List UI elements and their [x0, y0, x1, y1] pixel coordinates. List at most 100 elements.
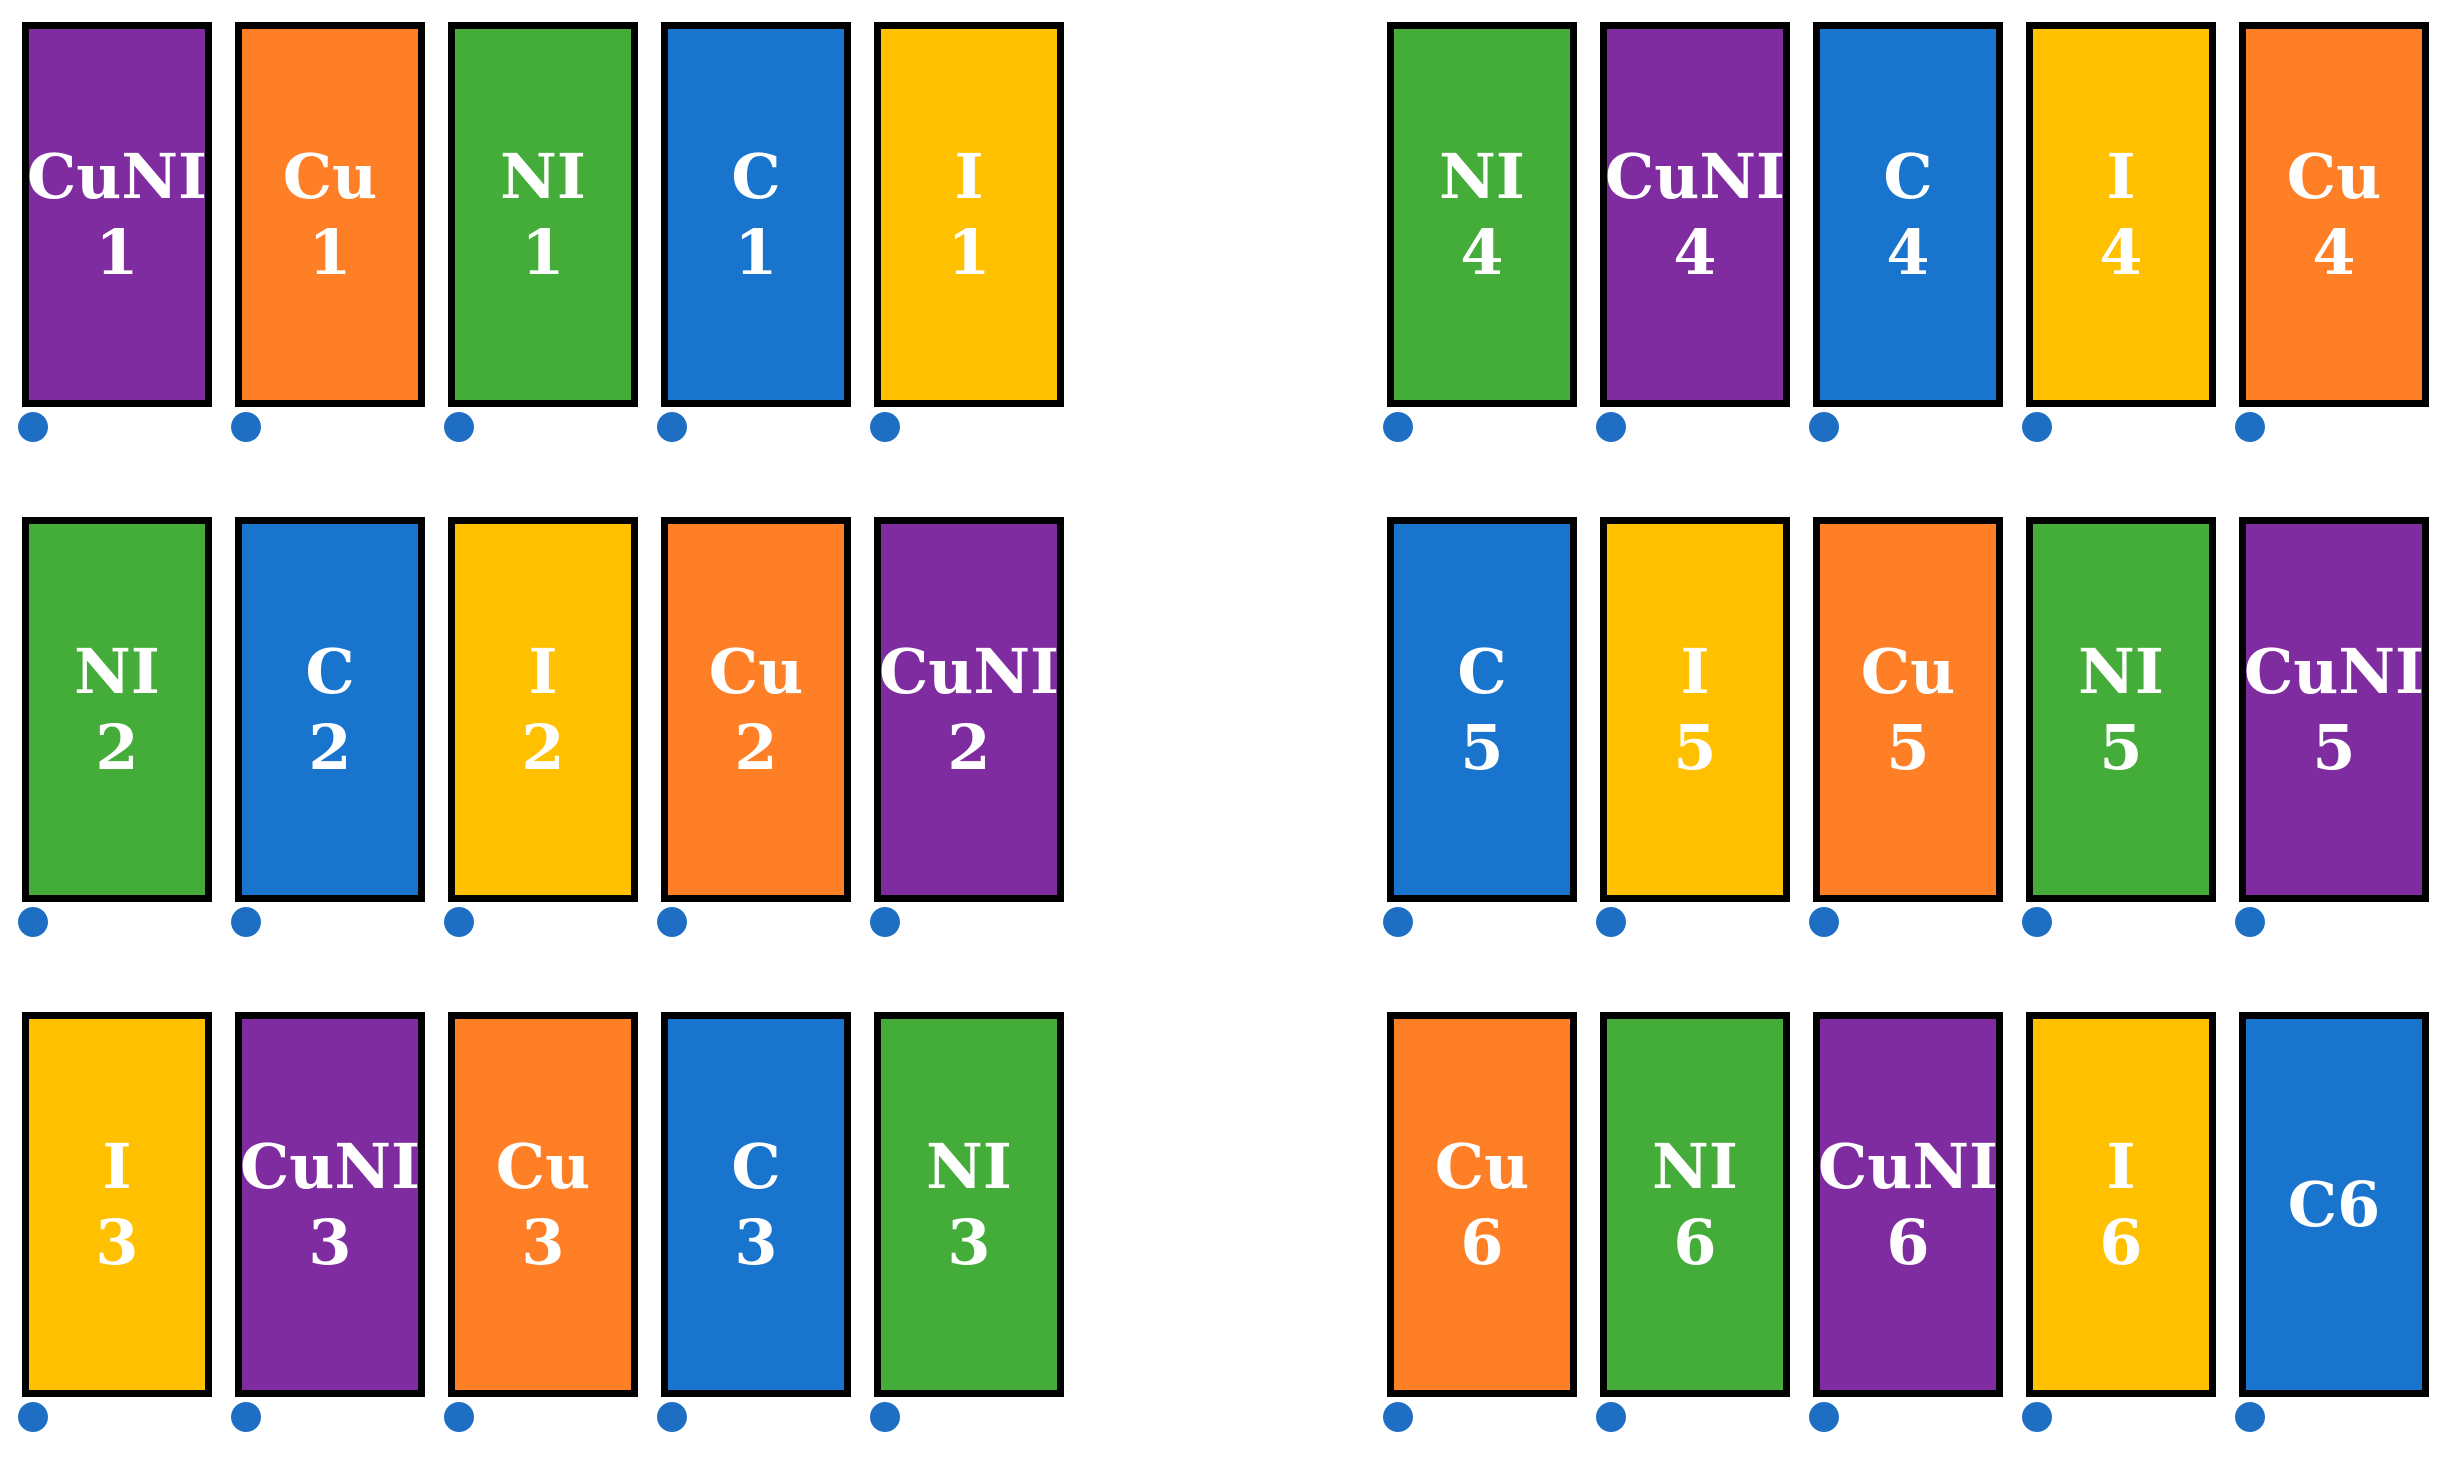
block-label: C — [731, 139, 781, 213]
marker-dot — [444, 907, 474, 937]
block-label: C6 — [2287, 1167, 2381, 1241]
block-label: C — [1883, 139, 1933, 213]
block-label: 3 — [521, 1205, 565, 1279]
marker-dot — [231, 412, 261, 442]
block-label: I — [954, 139, 984, 213]
block-label: 2 — [521, 710, 565, 784]
block-label: 6 — [1673, 1205, 1717, 1279]
block-label: Cu — [708, 634, 804, 708]
block-label: 1 — [947, 215, 991, 289]
marker-dot — [2235, 1402, 2265, 1432]
block-label: I — [102, 1129, 132, 1203]
block-label: I — [2106, 139, 2136, 213]
marker-dot — [2022, 907, 2052, 937]
block-label: 5 — [1673, 710, 1717, 784]
marker-dot — [444, 412, 474, 442]
block-label: CuNI — [26, 139, 208, 213]
marker-dot — [2022, 412, 2052, 442]
marker-dot — [18, 907, 48, 937]
block-label: I — [2106, 1129, 2136, 1203]
marker-dot — [657, 907, 687, 937]
marker-dot — [657, 412, 687, 442]
block-label: Cu — [495, 1129, 591, 1203]
block-label: NI — [1652, 1129, 1738, 1203]
block-label: 4 — [2099, 215, 2143, 289]
block-label: NI — [926, 1129, 1012, 1203]
marker-dot — [1809, 907, 1839, 937]
marker-dot — [1809, 412, 1839, 442]
block-label: NI — [500, 139, 586, 213]
block-label: 6 — [1460, 1205, 1504, 1279]
block-label: 2 — [95, 710, 139, 784]
block-label: 6 — [1886, 1205, 1930, 1279]
marker-dot — [870, 412, 900, 442]
block-label: 3 — [95, 1205, 139, 1279]
block-label: Cu — [282, 139, 378, 213]
block-label: C — [731, 1129, 781, 1203]
block-label: 3 — [308, 1205, 352, 1279]
block-label: CuNI — [2243, 634, 2425, 708]
marker-dot — [18, 412, 48, 442]
block-label: 6 — [2099, 1205, 2143, 1279]
marker-dot — [1809, 1402, 1839, 1432]
block-label: 2 — [308, 710, 352, 784]
block-label: Cu — [2286, 139, 2382, 213]
block-label: NI — [1439, 139, 1525, 213]
block-label: NI — [74, 634, 160, 708]
block-label: 4 — [1673, 215, 1717, 289]
marker-dot — [1383, 412, 1413, 442]
block-label: CuNI — [1604, 139, 1786, 213]
block-label: I — [1680, 634, 1710, 708]
block-label: C — [1457, 634, 1507, 708]
marker-dot — [1383, 1402, 1413, 1432]
block-label: C — [305, 634, 355, 708]
treatment-block: C6 — [2239, 1012, 2429, 1397]
block-label: 5 — [2312, 710, 2356, 784]
marker-dot — [657, 1402, 687, 1432]
marker-dot — [2235, 907, 2265, 937]
block-label: 4 — [2312, 215, 2356, 289]
block-label: 5 — [2099, 710, 2143, 784]
block-label: 1 — [95, 215, 139, 289]
marker-dot — [870, 1402, 900, 1432]
marker-dot — [231, 1402, 261, 1432]
block-label: 5 — [1460, 710, 1504, 784]
marker-dot — [444, 1402, 474, 1432]
block-label: 3 — [947, 1205, 991, 1279]
block-label: 2 — [734, 710, 778, 784]
marker-dot — [231, 907, 261, 937]
block-label: CuNI — [239, 1129, 421, 1203]
block-label: 1 — [521, 215, 565, 289]
block-label: NI — [2078, 634, 2164, 708]
block-label: CuNI — [878, 634, 1060, 708]
